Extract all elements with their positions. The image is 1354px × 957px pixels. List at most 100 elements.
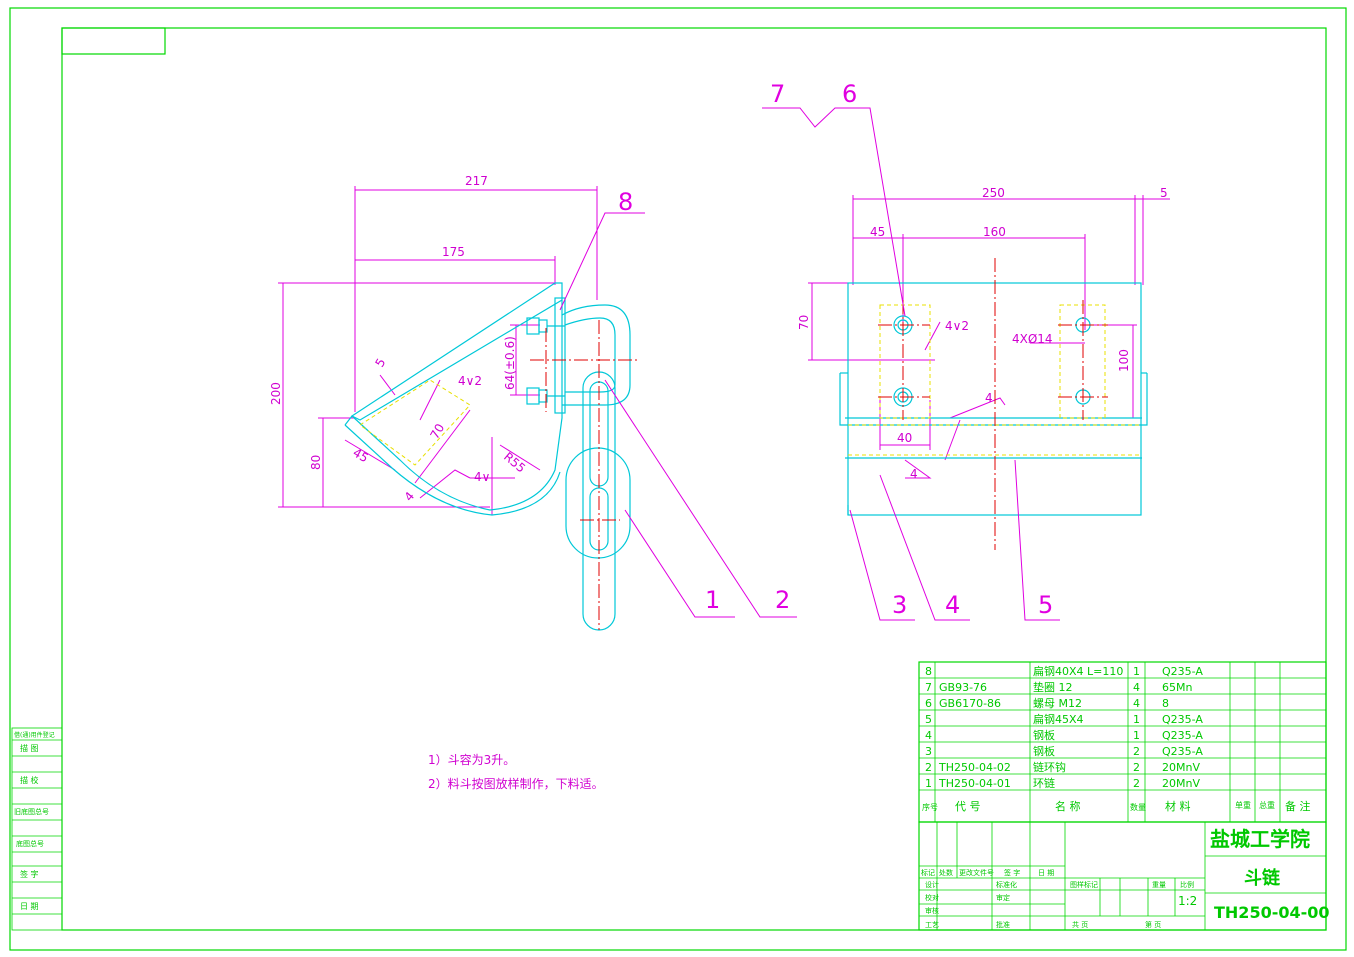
dim-217: 217 (465, 174, 488, 188)
bom-h-code: 代 号 (955, 800, 981, 813)
bom-h-remark: 备 注 (1285, 799, 1311, 813)
dim-100: 100 (1117, 349, 1131, 372)
sheet-border (9, 7, 1347, 951)
dim-45: 45 (351, 445, 371, 465)
dim-70: 70 (427, 421, 447, 441)
bom-row-1-qty: 2 (1133, 777, 1140, 790)
weld-4c: 4 (910, 467, 918, 481)
part-3-label: 3 (892, 591, 907, 619)
bom-h-total-weight: 总重 (1259, 800, 1275, 810)
tb-school: 盐城工学院 (1210, 827, 1310, 851)
bom-row-4-name: 钢板 (1033, 728, 1055, 742)
dim-70b: 70 (797, 315, 811, 330)
dim-175: 175 (442, 245, 465, 259)
left-col-0: 借(通)用件登记 (14, 731, 55, 739)
bom-row-6-no: 6 (925, 697, 932, 710)
weld-4v2b: 4∨2 (945, 319, 969, 333)
tb-mark: 标记 (921, 868, 935, 877)
weld-4v2: 4∨2 (458, 374, 482, 388)
side-view: 217 175 200 80 45 70 5 64(±0.6) R55 4∨2 … (269, 174, 797, 631)
tb-change-doc: 更改文件号 (959, 868, 994, 877)
left-col-2: 描 校 (20, 775, 39, 785)
bom-row-8-qty: 1 (1133, 665, 1140, 678)
tb-sign: 签 字 (1004, 868, 1020, 877)
bom-h-qty: 数量 (1130, 802, 1146, 812)
tb-standardize: 标准化 (996, 880, 1017, 889)
left-register-column: 借(通)用件登记 描 图 描 校 旧底图总号 底图总号 签 字 日 期 (11, 727, 63, 931)
bom-row-6-qty: 4 (1133, 697, 1140, 710)
part-6-label: 6 (842, 80, 857, 108)
bom-row-6-name: 螺母 M12 (1033, 697, 1082, 710)
bom-h-material: 材 料 (1165, 799, 1191, 813)
dim-5: 5 (372, 356, 388, 370)
part-4-label: 4 (945, 591, 960, 619)
bom-row-2-code: TH250-04-02 (938, 761, 1011, 774)
bom-row-8-material: Q235-A (1162, 665, 1203, 678)
part-2-label: 2 (775, 586, 790, 614)
part-7-label: 7 (770, 80, 785, 108)
tb-ratio: 比例 (1180, 880, 1194, 889)
dim-45b: 45 (870, 225, 885, 239)
weld-4v: 4∨ (474, 470, 490, 484)
tb-inspect: 审核 (925, 906, 939, 915)
bom-row-6-code: GB6170-86 (939, 697, 1001, 710)
bom-row-7-qty: 4 (1133, 681, 1140, 694)
part-1-label: 1 (705, 586, 720, 614)
dim-80: 80 (309, 455, 323, 470)
left-col-6: 日 期 (20, 902, 39, 911)
tb-date: 日 期 (1038, 869, 1054, 877)
dim-160: 160 (983, 225, 1006, 239)
bom-row-7-no: 7 (925, 681, 932, 694)
tb-drawing-no: TH250-04-00 (1214, 903, 1330, 922)
bom-h-no: 序号 (922, 802, 938, 812)
dim-64: 64(±0.6) (503, 336, 517, 390)
bom-row-5-name: 扁钢45X4 (1033, 713, 1084, 726)
bom-row-3-material: Q235-A (1162, 745, 1203, 758)
bom-row-1-code: TH250-04-01 (938, 777, 1011, 790)
bom-h-unit-weight: 单重 (1235, 800, 1251, 810)
dim-r55: R55 (501, 450, 528, 476)
tb-review: 审定 (996, 893, 1010, 902)
left-col-3: 旧底图总号 (14, 807, 49, 816)
dim-250: 250 (982, 186, 1005, 200)
bom-row-1-name: 环链 (1033, 776, 1055, 790)
title-block: 标记 处数 更改文件号 签 字 日 期 设计 标准化 校对 审定 审核 工艺 批… (918, 821, 1330, 931)
bom-row-7-code: GB93-76 (939, 681, 987, 694)
part-8-label: 8 (618, 188, 633, 216)
bom-row-5-no: 5 (925, 713, 932, 726)
bom-row-2-name: 链环钩 (1033, 760, 1066, 774)
left-col-4: 底图总号 (16, 839, 44, 848)
weld-4b: 4 (985, 391, 993, 405)
tb-process: 工艺 (925, 921, 939, 929)
dim-4: 4 (402, 489, 418, 504)
tb-scale: 1:2 (1178, 894, 1197, 908)
bom-row-1-material: 20MnV (1162, 777, 1200, 790)
tb-approve: 批准 (996, 920, 1010, 929)
bom-row-2-no: 2 (925, 761, 932, 774)
dim-holes: 4XØ14 (1012, 332, 1053, 346)
bom-row-2-qty: 2 (1133, 761, 1140, 774)
part-5-label: 5 (1038, 591, 1053, 619)
tb-count: 处数 (939, 868, 953, 877)
bom-row-3-name: 钢板 (1033, 744, 1055, 758)
bom-row-5-material: Q235-A (1162, 713, 1203, 726)
bom-row-3-qty: 2 (1133, 745, 1140, 758)
tb-check: 校对 (925, 893, 939, 902)
bom-row-8-name: 扁钢40X4 L=110 (1033, 665, 1123, 678)
bom-row-1-no: 1 (925, 777, 932, 790)
bom-row-5-qty: 1 (1133, 713, 1140, 726)
bom-row-6-material: 8 (1162, 697, 1169, 710)
dim-5b: 5 (1160, 186, 1168, 200)
tb-design: 设计 (925, 880, 939, 889)
bom-row-4-qty: 1 (1133, 729, 1140, 742)
tb-total-sheets: 共 页 (1072, 920, 1088, 929)
bom-row-7-name: 垫圈 12 (1033, 680, 1073, 694)
bom-row-4-material: Q235-A (1162, 729, 1203, 742)
dim-40: 40 (897, 431, 912, 445)
dim-200: 200 (269, 382, 283, 405)
left-col-5: 签 字 (20, 869, 39, 879)
tb-title: 斗链 (1244, 867, 1281, 889)
bom-row-2-material: 20MnV (1162, 761, 1200, 774)
